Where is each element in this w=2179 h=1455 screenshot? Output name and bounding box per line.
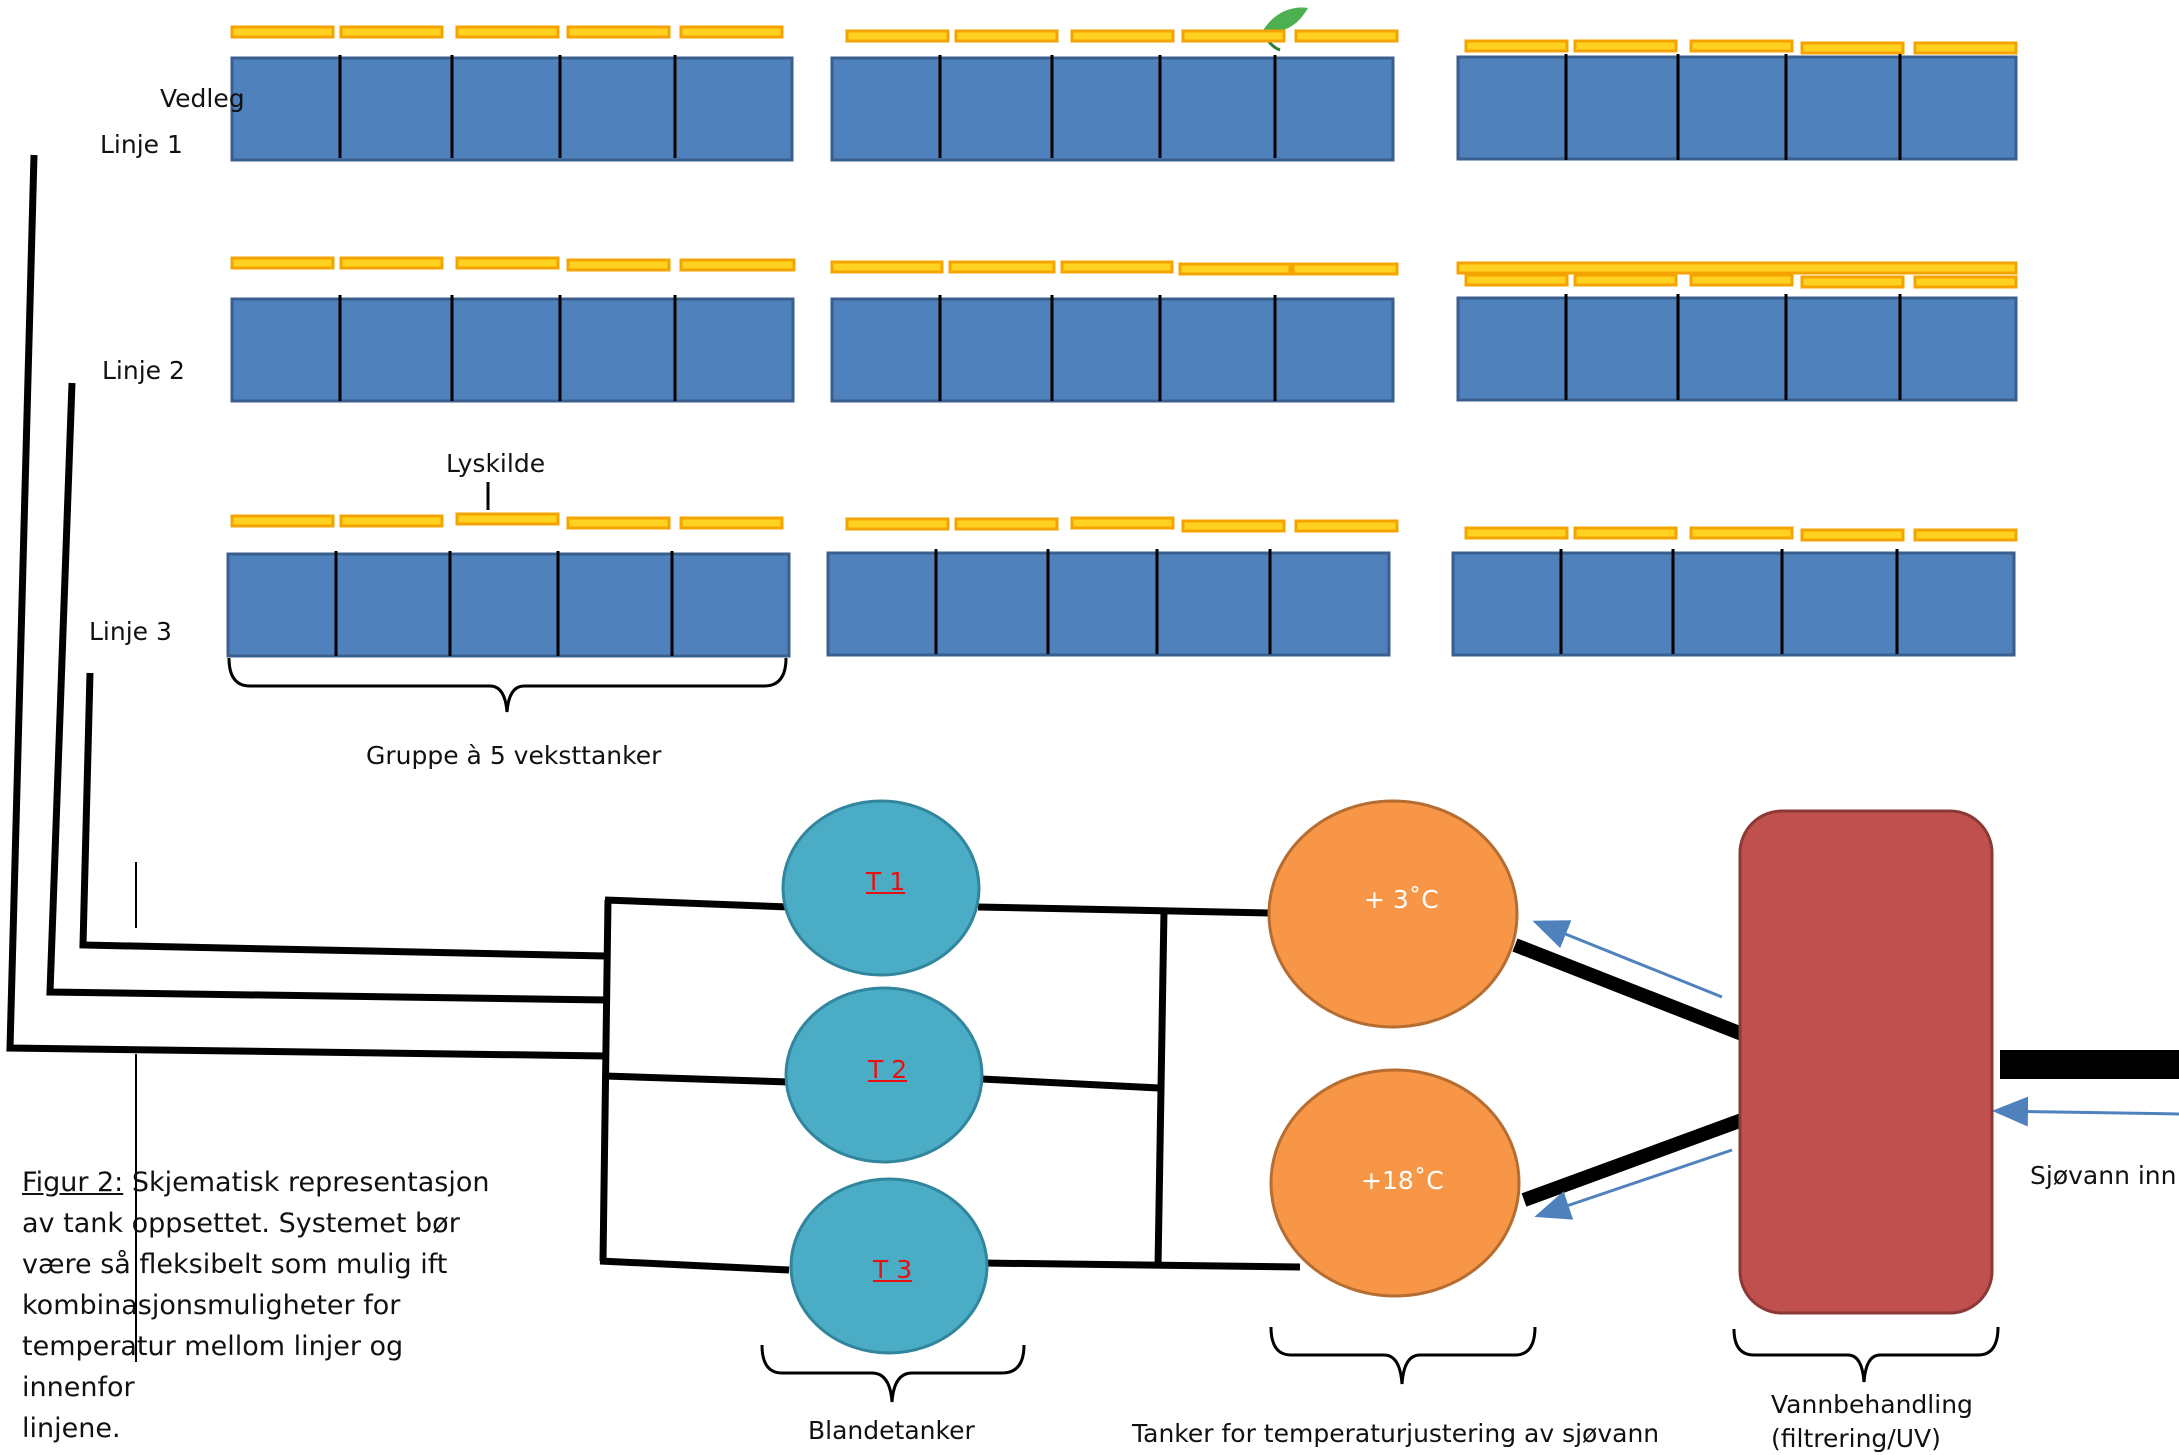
logo-leaf-icon	[1260, 7, 1308, 52]
mixing-tank-t2	[784, 986, 984, 1164]
water-treatment-label-line-2: (filtrering/UV)	[1771, 1424, 1941, 1453]
growth-tank-group-l2-g3	[1456, 294, 2018, 402]
figure-number: Figur 2:	[22, 1167, 124, 1198]
temperature-tank-3c-label: + 3˚C	[1364, 885, 1439, 914]
mixing-tank-t3	[789, 1177, 989, 1355]
group-brace	[227, 657, 788, 713]
temperature-tanks-brace	[1269, 1326, 1537, 1385]
line-3-label: Linje 3	[89, 617, 172, 646]
growth-tank-group-l1-g2	[830, 55, 1395, 162]
line-pipes	[6, 154, 607, 1060]
caption-line-2: av tank oppsettet. Systemet bør	[22, 1208, 460, 1239]
growth-tank-group-l2-g1	[230, 295, 795, 403]
header-fragment: Vedleg	[160, 84, 245, 113]
caption-line-5: temperatur mellom linjer og innenfor	[22, 1331, 404, 1403]
growth-tank-group-l1-g3	[1456, 54, 2018, 161]
treatment-pipes	[1512, 938, 1745, 1207]
group-label: Gruppe à 5 veksttanker	[366, 741, 662, 770]
light-bars-row-1	[230, 25, 2018, 55]
line-1-label: Linje 1	[100, 130, 183, 159]
flow-arrows	[1532, 920, 2179, 1220]
temperature-tanks-label: Tanker for temperaturjustering av sjøvan…	[1132, 1419, 1660, 1448]
caption-line-1: Skjematisk representasjon	[123, 1167, 490, 1198]
mixing-tank-t2-label: T 2	[868, 1055, 908, 1084]
seawater-inlet-pipe	[2000, 1050, 2179, 1079]
caption-line-6: linjene.	[22, 1413, 121, 1444]
growth-tank-group-l3-g3	[1451, 549, 2016, 657]
growth-tank-group-l2-g2	[830, 295, 1395, 403]
light-bars-row-3	[230, 512, 2018, 542]
growth-tank-group-l1-g1	[230, 55, 794, 162]
manifold-right	[977, 903, 1301, 1271]
seawater-in-label: Sjøvann inn	[2030, 1161, 2177, 1190]
growth-tank-group-l3-g2	[826, 549, 1391, 657]
mixing-tank-t3-label: T 3	[873, 1255, 913, 1284]
mixing-tank-t1	[781, 799, 981, 977]
water-treatment-brace	[1732, 1326, 2000, 1383]
light-source-label: Lyskilde	[446, 449, 546, 478]
temperature-tank-3c	[1267, 799, 1519, 1029]
light-bars-row-2	[230, 256, 2018, 289]
line-2-label: Linje 2	[102, 356, 185, 385]
caption-line-3: være så fleksibelt som mulig ift	[22, 1249, 448, 1280]
manifold-left	[599, 896, 790, 1274]
temperature-tank-18c-label: +18˚C	[1361, 1166, 1444, 1195]
mixing-tanks-brace	[760, 1344, 1026, 1403]
growth-tank-group-l3-g1	[226, 551, 791, 658]
water-treatment-unit	[1738, 809, 1994, 1315]
caption-line-4: kombinasjonsmuligheter for	[22, 1290, 401, 1321]
water-treatment-label-line-1: Vannbehandling	[1771, 1390, 1973, 1419]
figure-caption: Figur 2: Skjematisk representasjon av ta…	[22, 1162, 522, 1449]
mixing-tanks-label: Blandetanker	[808, 1416, 975, 1445]
temperature-tank-18c	[1269, 1068, 1521, 1298]
mixing-tank-t1-label: T 1	[866, 867, 906, 896]
